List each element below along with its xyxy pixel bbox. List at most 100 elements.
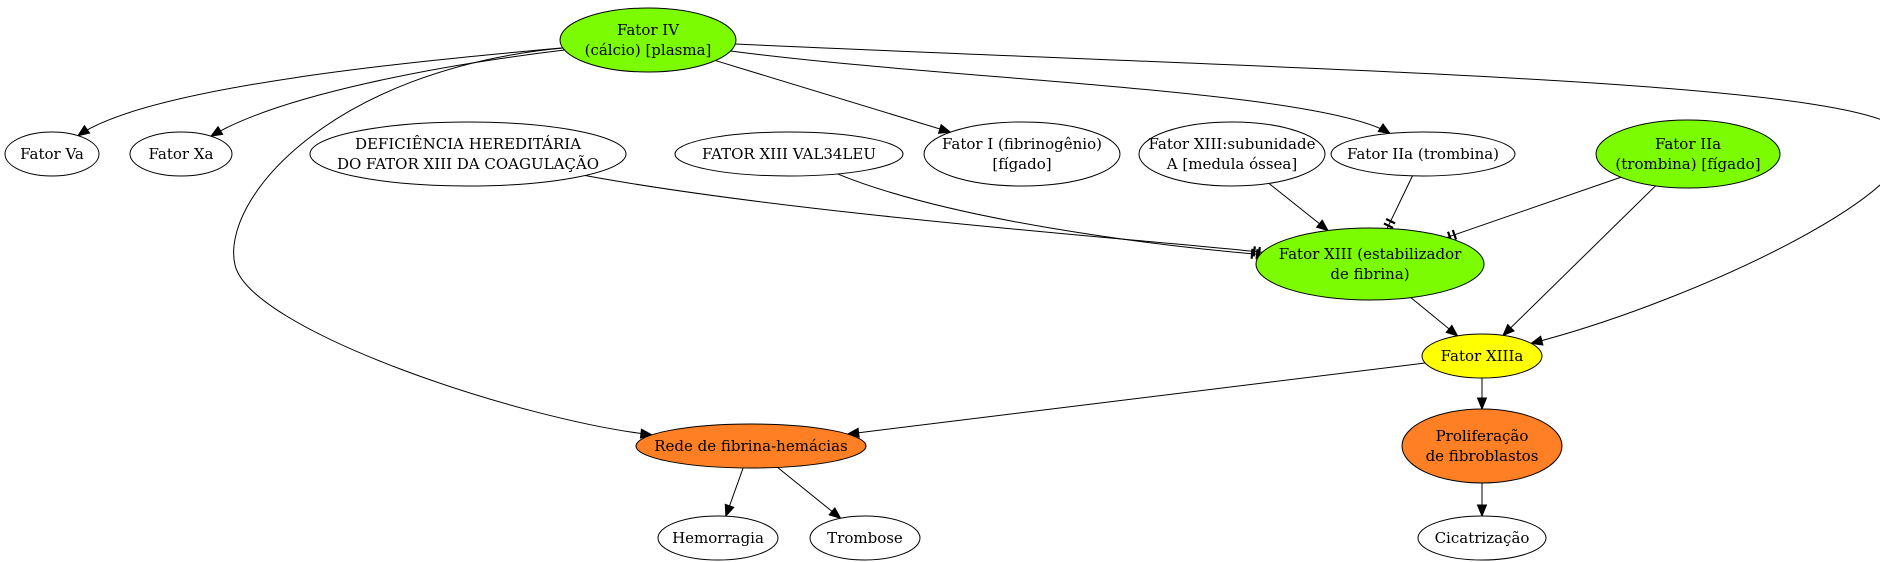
edge-line [233, 47, 652, 436]
node-label: Cicatrização [1435, 529, 1530, 547]
node-fator-iv[interactable]: Fator IV(cálcio) [plasma] [559, 7, 737, 73]
inhibition-bar [1385, 218, 1396, 225]
arrowhead [209, 125, 224, 137]
node-label: Fator XIII (estabilizador [1279, 245, 1462, 263]
edge-line [1446, 176, 1621, 238]
edge-deficiencia-to-fator_xiii [584, 175, 1263, 258]
node-ellipse [309, 121, 627, 187]
node-ellipse [129, 131, 233, 177]
node-label: Proliferação [1436, 427, 1529, 445]
edge-fator_xiiia-to-rede [846, 362, 1426, 438]
arrowhead [828, 506, 842, 520]
node-cicatrizacao[interactable]: Cicatrização [1417, 515, 1547, 561]
edge-line [777, 467, 841, 519]
node-ellipse [674, 131, 904, 177]
node-ellipse [923, 121, 1121, 187]
edge-line [715, 60, 951, 133]
edge-fator_xiii-to-fator_xiiia [1410, 297, 1459, 337]
edge-line [584, 175, 1263, 253]
node-trombose[interactable]: Trombose [809, 515, 921, 561]
edge-proliferacao-to-cicatrizacao [1476, 483, 1488, 518]
edge-line [735, 43, 1880, 344]
node-val34leu[interactable]: FATOR XIII VAL34LEU [674, 131, 904, 177]
node-deficiencia[interactable]: DEFICIÊNCIA HEREDITÁRIA DO FATOR XIII DA … [309, 121, 627, 187]
arrowhead [1529, 335, 1544, 346]
edge-fator_iv-to-rede [233, 47, 654, 439]
node-label: (trombina) [fígado] [1615, 155, 1760, 173]
arrowhead [76, 124, 91, 137]
edge-fator_iia_trombina-to-fator_xiii [1383, 175, 1413, 229]
node-ellipse [1330, 131, 1516, 177]
edge-line [77, 47, 563, 137]
node-ellipse [657, 515, 779, 561]
edge-fator_iv-to-fator_i [715, 60, 952, 134]
node-ellipse [1401, 408, 1563, 484]
node-label: Fator XIII:subunidade [1149, 135, 1316, 153]
node-fator-va[interactable]: Fator Va [4, 131, 100, 177]
node-ellipse [1595, 119, 1781, 189]
node-label: Fator Va [20, 145, 84, 163]
edge-rede-to-hemorragia [724, 467, 744, 518]
edge-fator_xiiia-to-proliferacao [1476, 378, 1488, 411]
node-label: Fator XIIIa [1441, 347, 1524, 365]
node-fator-xa[interactable]: Fator Xa [129, 131, 233, 177]
edge-val34leu-to-fator_xiii [837, 173, 1261, 260]
edge-line [1502, 185, 1656, 336]
node-proliferacao[interactable]: Proliferação de fibroblastos [1401, 408, 1563, 484]
edge-fator_iv-to-fator_xiiia [735, 43, 1880, 346]
edge-line [1268, 182, 1329, 231]
node-label: Hemorragia [672, 529, 764, 547]
node-ellipse [1255, 227, 1485, 301]
node-label: Fator I (fibrinogênio) [942, 135, 1102, 153]
node-label: Trombose [827, 529, 903, 547]
node-hemorragia[interactable]: Hemorragia [657, 515, 779, 561]
arrowhead [1502, 323, 1515, 337]
node-label: de fibrina) [1330, 265, 1409, 283]
edge-fator_iia_figado-to-fator_xiiia [1502, 185, 1656, 337]
node-label: A [medula óssea] [1166, 155, 1297, 173]
arrowhead [937, 123, 952, 134]
node-label: DO FATOR XIII DA COAGULAÇÃO [337, 155, 599, 173]
edge-rede-to-trombose [777, 467, 842, 520]
node-label: FATOR XIII VAL34LEU [702, 145, 876, 163]
node-rede[interactable]: Rede de fibrina-hemácias [635, 423, 867, 469]
node-ellipse [1138, 121, 1326, 187]
edge-line [210, 49, 565, 137]
node-label: Fator IIa (trombina) [1347, 145, 1499, 163]
node-label: Fator IIa [1655, 135, 1721, 153]
node-label: DEFICIÊNCIA HEREDITÁRIA [355, 135, 581, 153]
inhibition-bar [1252, 246, 1256, 257]
edge-line [1386, 175, 1413, 229]
arrowhead [1476, 504, 1488, 518]
edge-line [837, 173, 1261, 256]
edge-line [847, 362, 1426, 435]
node-fator-i[interactable]: Fator I (fibrinogênio) [fígado] [923, 121, 1121, 187]
edge-fator_iv-to-fator_va [76, 47, 563, 137]
inhibition-bar [1255, 249, 1259, 260]
node-fator-xiii[interactable]: Fator XIII (estabilizador de fibrina) [1255, 227, 1485, 301]
edge-fator_iv-to-fator_iia_trombina [730, 50, 1392, 135]
node-label: (cálcio) [plasma] [585, 41, 712, 59]
node-label: [fígado] [992, 155, 1051, 173]
edges-layer [76, 43, 1880, 520]
inhibition-bar [1383, 222, 1394, 229]
inhibition-bar [1250, 248, 1254, 259]
arrowhead [1377, 122, 1392, 135]
node-fator-xiiia[interactable]: Fator XIIIa [1421, 333, 1543, 379]
node-ellipse [1421, 333, 1543, 379]
node-label: de fibroblastos [1426, 447, 1539, 465]
nodes-layer: Fator IV(cálcio) [plasma] Fator Va Fator X… [4, 7, 1781, 561]
arrowhead [1476, 397, 1488, 411]
arrowhead [724, 503, 735, 518]
node-ellipse [635, 423, 867, 469]
edge-fator_iv-to-fator_xa [209, 49, 565, 137]
node-ellipse [4, 131, 100, 177]
node-fator-iia-figado[interactable]: Fator IIa (trombina) [fígado] [1595, 119, 1781, 189]
node-fator-iia-trombina[interactable]: Fator IIa (trombina) [1330, 131, 1516, 177]
node-ellipse [809, 515, 921, 561]
arrowhead [1315, 219, 1330, 232]
edge-fator_iia_figado-to-fator_xiii [1446, 176, 1621, 242]
arrowhead [1445, 324, 1459, 337]
node-xiii-subunidade[interactable]: Fator XIII:subunidade A [medula óssea] [1138, 121, 1326, 187]
